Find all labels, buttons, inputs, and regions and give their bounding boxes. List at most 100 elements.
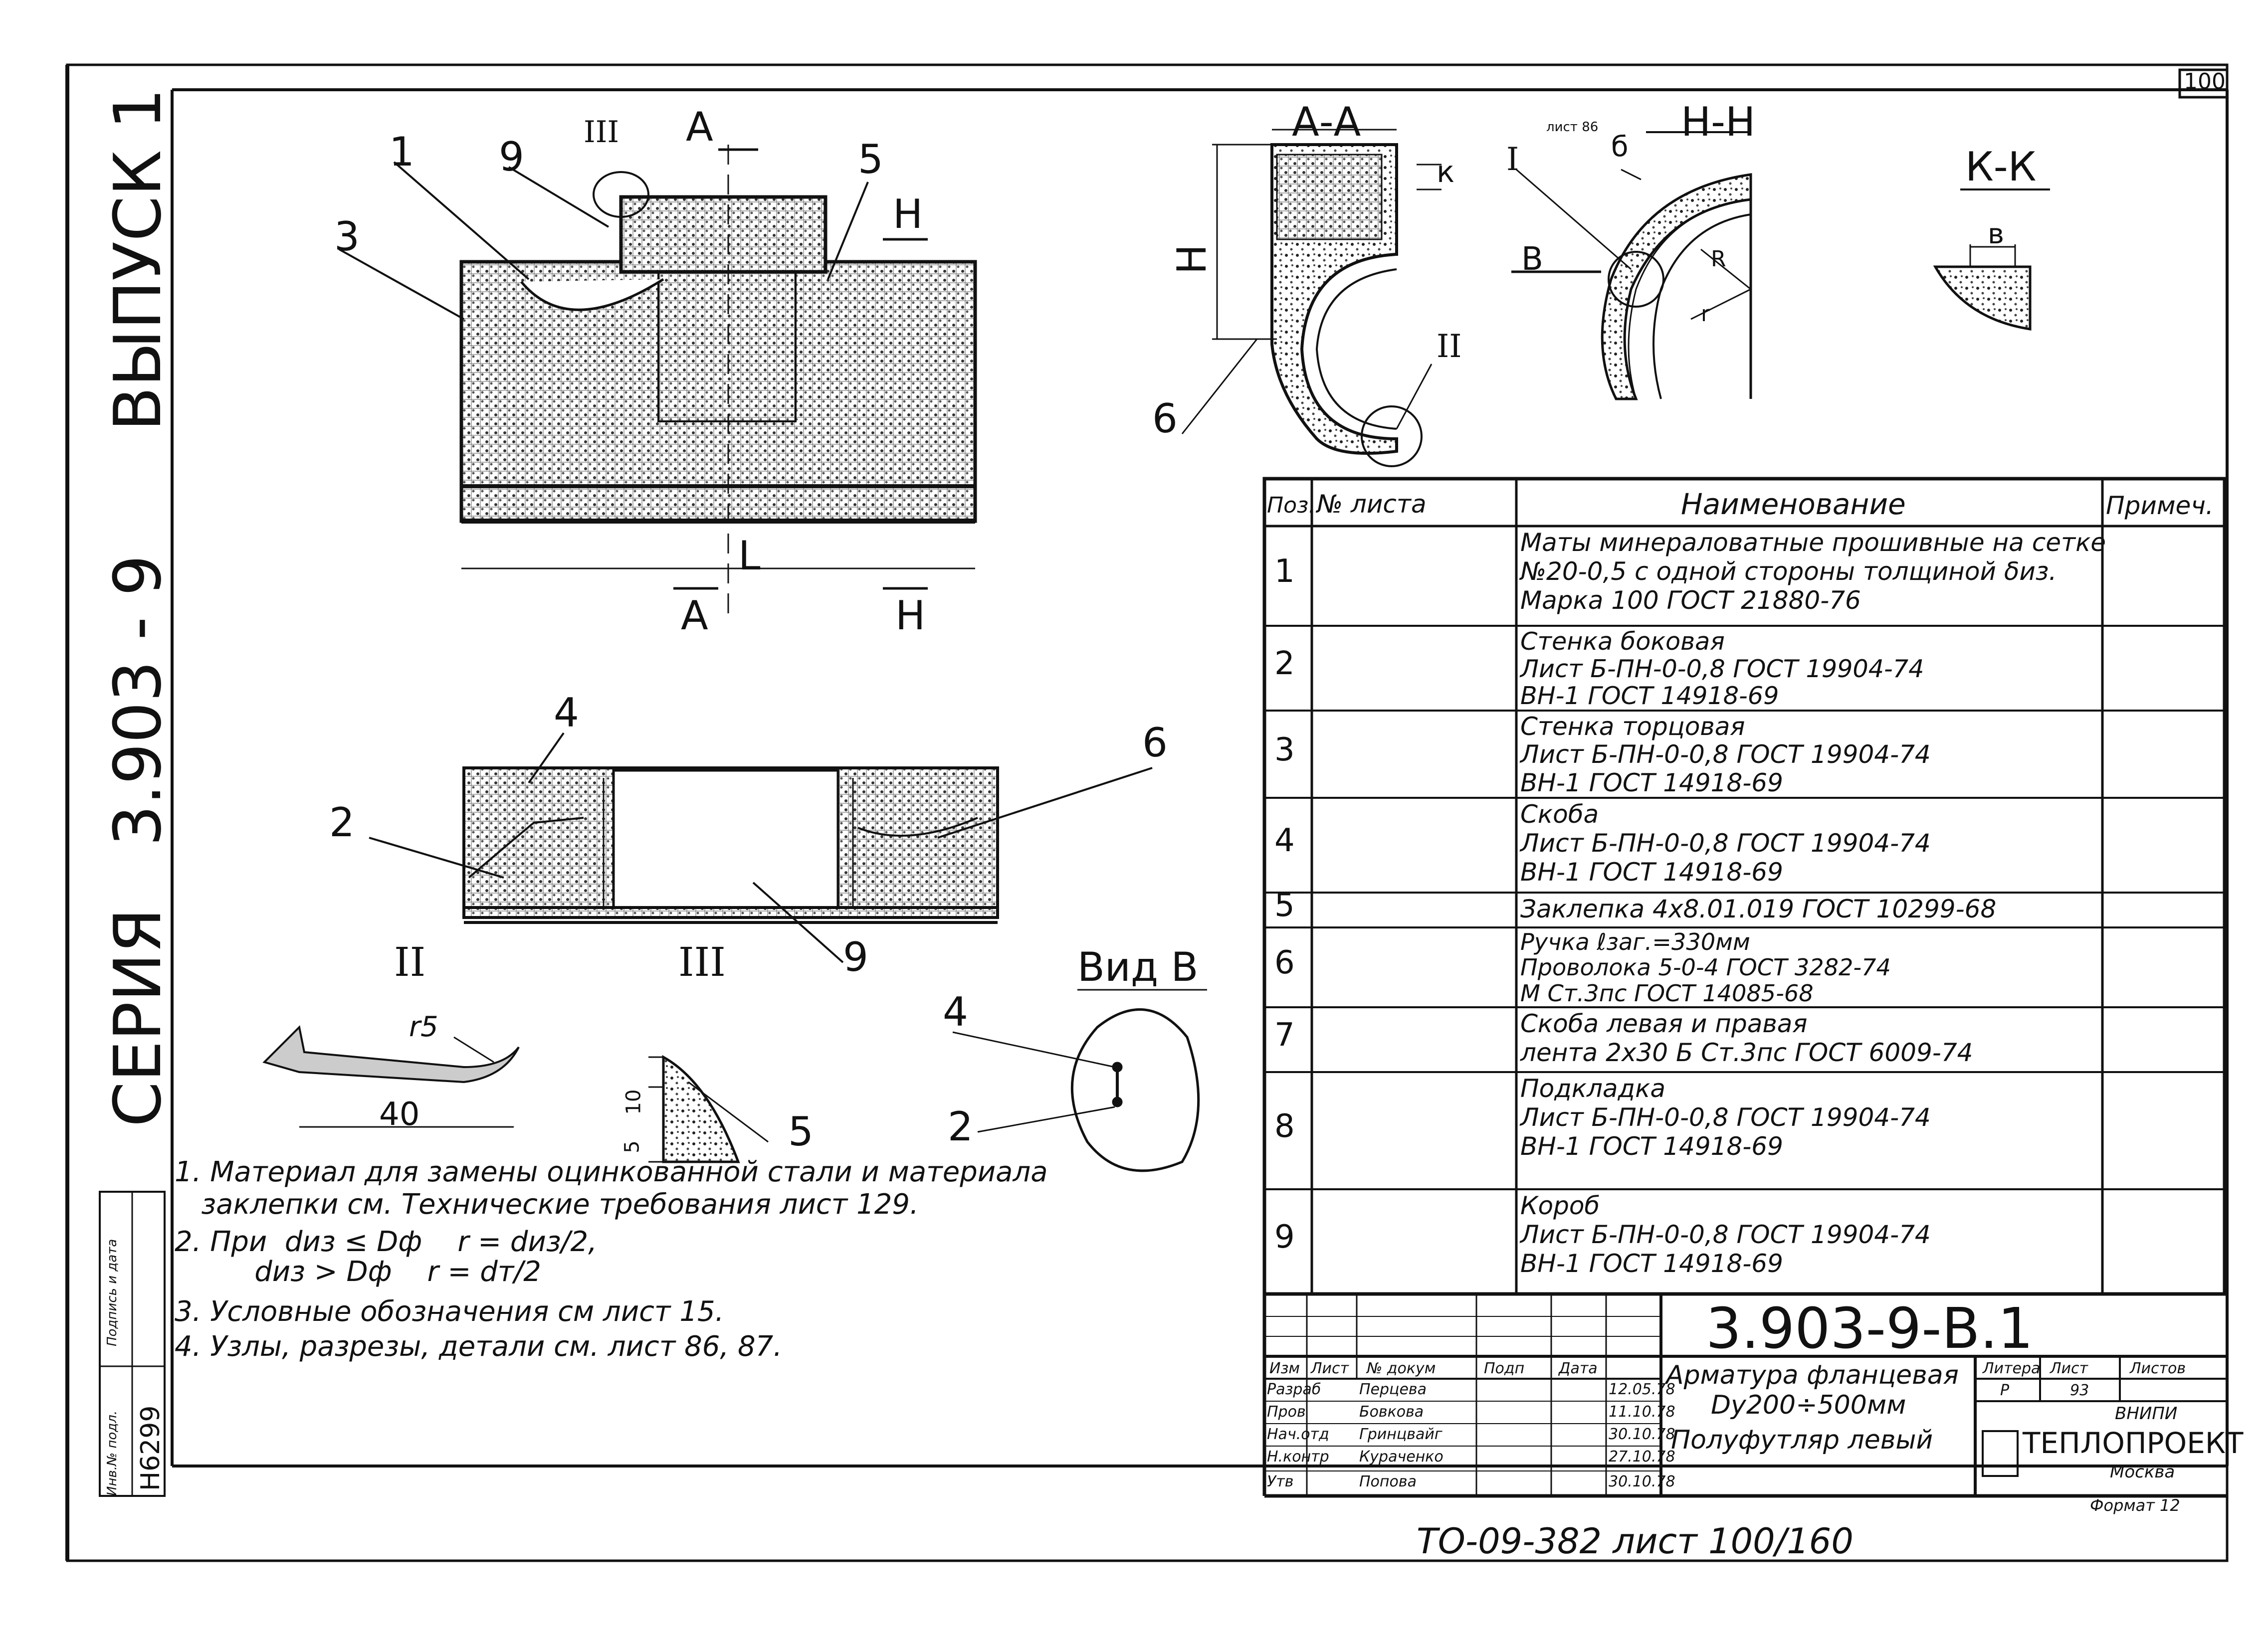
pos-label-4a: 4 (554, 690, 579, 736)
spec-line: Проволока 5-0-4 ГОСТ 3282-74 (1520, 954, 1891, 981)
spec-line: Маты минераловатные прошивные на сетке (1520, 528, 2106, 557)
sheet-value: 93 (2070, 1382, 2089, 1399)
spec-header-sheet: № листа (1317, 490, 1427, 519)
spec-line: Заклепка 4х8.01.019 ГОСТ 10299-68 (1520, 895, 1997, 923)
view-b-title: Вид В (1077, 944, 1199, 990)
role-name: Кураченко (1359, 1448, 1443, 1466)
side-issue: ВЫПУСК 1 (100, 88, 176, 431)
spec-pos: 7 (1274, 1017, 1295, 1054)
dim-10: 10 (622, 1089, 645, 1115)
role-role: Утв (1267, 1473, 1294, 1490)
role-name: Попова (1359, 1473, 1417, 1490)
dim-r2: r (1701, 301, 1710, 327)
pos-label-5b: 5 (788, 1108, 814, 1155)
litera-value: Р (2000, 1382, 2010, 1399)
section-kk-title: К-К (1965, 144, 2037, 190)
spec-pos: 9 (1274, 1219, 1295, 1256)
note-line: 2. При dиз ≤ Dф r = dиз/2, (175, 1226, 597, 1258)
spec-pos: 4 (1274, 822, 1295, 859)
col-list: Лист (1311, 1360, 1349, 1377)
spec-line: Скоба (1520, 800, 1599, 829)
spec-line: Лист Б-ПН-0-0,8 ГОСТ 19904-74 (1520, 740, 1931, 769)
spec-pos: 8 (1274, 1107, 1295, 1145)
dim-h: Н (1169, 244, 1216, 275)
dim-40: 40 (379, 1096, 420, 1133)
dim-r: R (1711, 246, 1726, 272)
spec-line: Стенка торцовая (1520, 712, 1745, 741)
col-doc: № докум (1367, 1360, 1436, 1377)
title-line-1: Арматура фланцевая (1666, 1360, 1959, 1390)
section-hh-title: Н-Н (1681, 99, 1756, 145)
node-ref-2: II (1437, 328, 1462, 365)
role-date: 12.05.78 (1609, 1381, 1675, 1398)
org-line-2: ТЕПЛОПРОЕКТ (2023, 1426, 2244, 1460)
side-series-code: 3.903 - 9 (100, 554, 176, 847)
spec-line: №20-0,5 с одной стороны толщиной δиз. (1520, 557, 2057, 586)
corner-sheet-number: 100 (2184, 69, 2226, 94)
note-line: 4. Узлы, разрезы, детали см. лист 86, 87… (175, 1330, 783, 1363)
role-name: Бовкова (1359, 1403, 1424, 1421)
spec-header-pos: Поз. (1267, 493, 1316, 518)
pos-label-9a: 9 (499, 134, 524, 180)
role-name: Перцева (1359, 1381, 1427, 1398)
label-b-small: б (1611, 131, 1629, 163)
format-label: Формат 12 (2090, 1496, 2180, 1515)
spec-pos: 3 (1274, 731, 1295, 768)
role-role: Нач.отд (1267, 1426, 1329, 1443)
spec-line: Лист Б-ПН-0-0,8 ГОСТ 19904-74 (1520, 829, 1931, 858)
note-line: dиз > Dф r = dт/2 (175, 1256, 541, 1288)
cut-a-bottom: А (681, 592, 708, 639)
side-series: СЕРИЯ 3.903 - 9 ВЫПУСК 1 (100, 88, 176, 1127)
pos-label-1: 1 (389, 129, 414, 175)
spec-line: Лист Б-ПН-0-0,8 ГОСТ 19904-74 (1520, 1220, 1931, 1249)
spec-line: Лист Б-ПН-0-0,8 ГОСТ 19904-74 (1520, 654, 1924, 683)
pos-label-2b: 2 (948, 1103, 973, 1150)
spec-line: Стенка боковая (1520, 627, 1725, 656)
spec-pos: 6 (1274, 944, 1295, 981)
org-line-1: ВНИПИ (2115, 1404, 2178, 1424)
role-name: Гринцвайг (1359, 1426, 1443, 1443)
pos-label-3: 3 (334, 213, 360, 260)
title-line-2: Dу200÷500мм (1711, 1390, 1906, 1420)
role-date: 11.10.78 (1609, 1403, 1675, 1421)
pos-label-4b: 4 (943, 989, 968, 1035)
note-line: 3. Условные обозначения см лист 15. (175, 1295, 724, 1328)
node-ref-1: I (1506, 141, 1519, 178)
role-role: Н.контр (1267, 1448, 1329, 1466)
spec-line: ВН-1 ГОСТ 14918-69 (1520, 858, 1783, 887)
spec-line: Короб (1520, 1191, 1600, 1220)
pos-label-6b: 6 (1152, 395, 1178, 442)
spec-line: Скоба левая и правая (1520, 1009, 1808, 1038)
pos-label-2a: 2 (329, 799, 355, 846)
node-2-title: II (394, 939, 426, 985)
left-stamp-label-2: Подпись и дата (105, 1239, 120, 1346)
dim-k: к (1437, 155, 1455, 189)
note-line: заклепки см. Технические требования лист… (175, 1188, 919, 1221)
spec-line: ВН-1 ГОСТ 14918-69 (1520, 1132, 1783, 1161)
side-series-word: СЕРИЯ (100, 908, 176, 1127)
role-date: 30.10.78 (1609, 1473, 1675, 1490)
col-date: Дата (1559, 1360, 1598, 1377)
role-role: Пров (1267, 1403, 1306, 1421)
spec-line: Лист Б-ПН-0-0,8 ГОСТ 19904-74 (1520, 1103, 1931, 1132)
pos-label-6a: 6 (1142, 720, 1168, 766)
section-aa-title: А-А (1292, 99, 1361, 145)
cut-h-top: Н (893, 191, 923, 237)
dim-5: 5 (620, 1140, 644, 1153)
spec-line: Подкладка (1520, 1074, 1665, 1103)
spec-line: ВН-1 ГОСТ 14918-69 (1520, 681, 1779, 711)
pos-label-5a: 5 (858, 136, 883, 183)
spec-line: ВН-1 ГОСТ 14918-69 (1520, 1249, 1783, 1278)
role-role: Разраб (1267, 1381, 1321, 1398)
radius-5: r5 (409, 1011, 438, 1043)
col-sign: Подп (1484, 1360, 1525, 1377)
role-date: 30.10.78 (1609, 1426, 1675, 1443)
spec-line: М Ст.3пс ГОСТ 14085-68 (1520, 979, 1814, 1007)
bottom-caption: ТО-09-382 лист 100/160 (1417, 1521, 1854, 1562)
cut-h-bottom: Н (895, 592, 926, 639)
node-3-title: III (678, 939, 726, 985)
note-line: 1. Материал для замены оцинкованной стал… (175, 1156, 1048, 1188)
designation: 3.903-9-В.1 (1706, 1296, 2034, 1361)
cut-a-top: А (686, 104, 713, 150)
